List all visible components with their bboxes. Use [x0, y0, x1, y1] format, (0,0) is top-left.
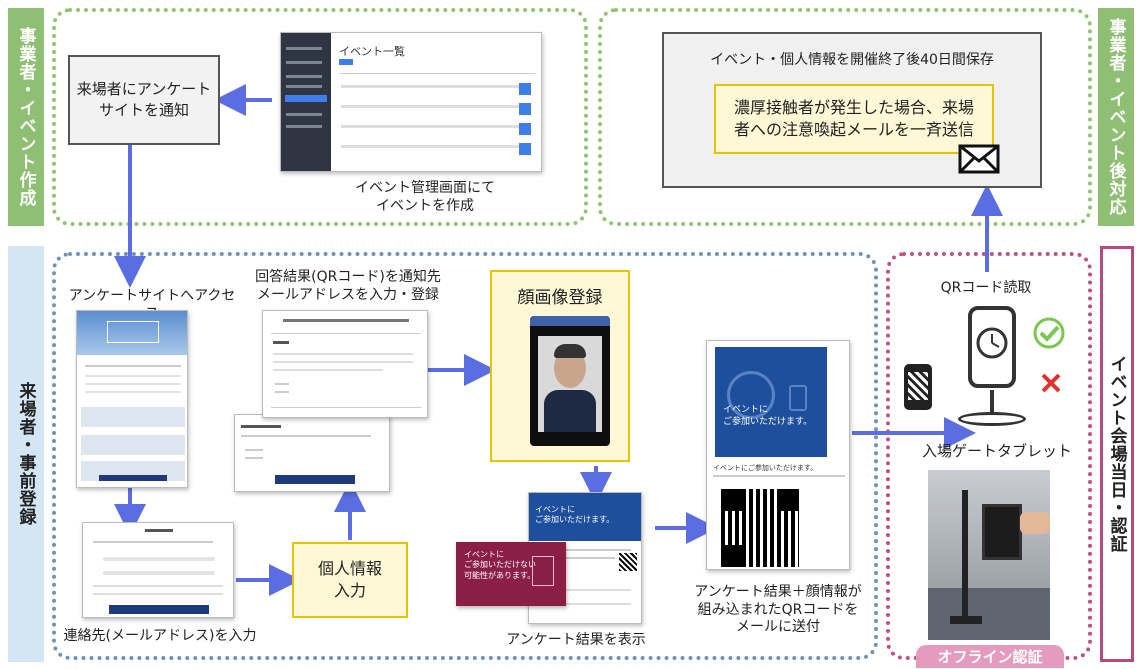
qr-read-label: QRコード読取: [940, 280, 1032, 296]
answer-label: 回答結果(QRコード)を通知先 メールアドレスを入力・登録: [255, 269, 441, 303]
admin-caption: イベント管理画面にて イベントを作成: [355, 180, 495, 214]
contact-label: 連絡先(メールアドレス)を入力: [63, 628, 257, 644]
zone-registration: [52, 252, 878, 660]
offline-auth-badge: オフライン認証: [916, 645, 1064, 668]
tablet-stand: [990, 390, 994, 414]
contact-form-screenshot: [82, 522, 234, 618]
alert-mail-box: 濃厚接触者が発生した場合、来場 者への注意喚起メールを一斉送信: [714, 84, 994, 154]
tab-visitor-pre-registration: 来場者・事前登録: [8, 246, 44, 662]
survey-site-screenshot: [76, 310, 188, 488]
check-icon: [1033, 317, 1065, 349]
storage-text: イベント・個人情報を開催終了後40日間保存: [710, 52, 994, 68]
tablet-base: [958, 412, 1026, 426]
zone-post-event: [598, 8, 1092, 226]
gate-tablet-icon: [968, 306, 1016, 388]
face-phone-screenshot: [530, 316, 610, 446]
clock-icon: [976, 327, 1008, 359]
qr-code: [721, 489, 799, 567]
gate-photo: [928, 470, 1050, 640]
admin-screenshot: イベント一覧: [280, 32, 542, 172]
reject-card: イベントに ご参加いただけない 可能性があります。: [456, 542, 566, 606]
tab-business-event-creation: 事業者・イベント作成: [8, 8, 44, 226]
mail-icon: [958, 144, 1000, 174]
tab-event-day-auth: イベント会場当日・認証: [1100, 246, 1134, 662]
face-registration-title: 顔画像登録: [517, 288, 603, 308]
zone-event-creation: [52, 8, 588, 226]
questionnaire-screenshot-back: [234, 414, 390, 492]
questionnaire-screenshot-front: [262, 310, 428, 418]
result-label: アンケート結果を表示: [506, 632, 646, 648]
cross-icon: [1041, 373, 1061, 393]
qr-mail-label: アンケート結果＋顔情報が 組み込まれたQRコードを メールに送付: [694, 584, 862, 635]
admin-title: イベント一覧: [339, 45, 405, 58]
qr-mail-screenshot: イベントに ご参加いただけます。 イベントにご参加いただけます。: [706, 340, 850, 570]
personal-info-box: 個人情報 入力: [292, 542, 408, 618]
gate-tablet-label: 入場ゲートタブレット: [921, 442, 1072, 460]
tab-business-post-event: 事業者・イベント後対応: [1098, 8, 1134, 226]
notify-visitors-box: 来場者にアンケート サイトを通知: [68, 55, 220, 145]
phone-icon: [904, 364, 932, 410]
